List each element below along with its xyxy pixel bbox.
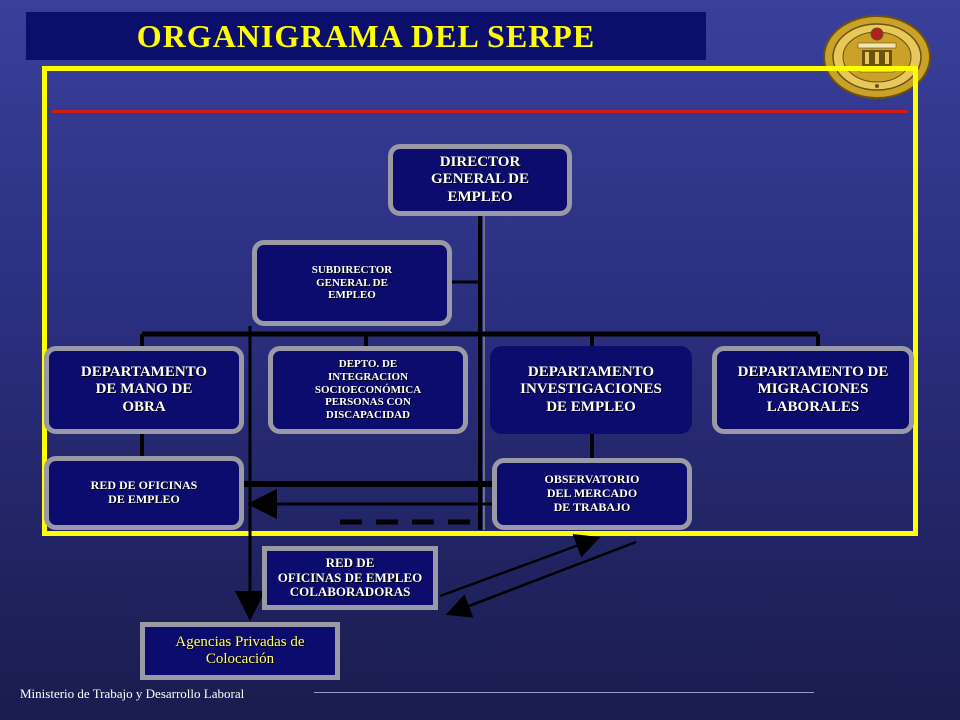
node-agencias-privadas: Agencias Privadas de Colocación (140, 622, 340, 680)
node-dept-investigaciones: DEPARTAMENTO INVESTIGACIONES DE EMPLEO (490, 346, 692, 434)
footer-text: Ministerio de Trabajo y Desarrollo Labor… (20, 686, 245, 701)
chart-frame (42, 66, 918, 536)
colab-to-observ-arrow (439, 534, 601, 598)
node-observatorio: OBSERVATORIO DEL MERCADO DE TRABAJO (492, 458, 692, 530)
accent-line (52, 110, 908, 113)
node-dept-mano-de-obra: DEPARTAMENTO DE MANO DE OBRA (44, 346, 244, 434)
node-red-colaboradoras: RED DE OFICINAS DE EMPLEO COLABORADORAS (262, 546, 438, 610)
node-dept-integracion: DEPTO. DE INTEGRACION SOCIOECONÓMICA PER… (268, 346, 468, 434)
page-title: ORGANIGRAMA DEL SERPE (136, 17, 596, 54)
node-red-oficinas: RED DE OFICINAS DE EMPLEO (44, 456, 244, 530)
node-dept-migraciones: DEPARTAMENTO DE MIGRACIONES LABORALES (712, 346, 914, 434)
node-director-general: DIRECTOR GENERAL DE EMPLEO (388, 144, 572, 216)
footer-divider (314, 692, 814, 693)
observ-to-colab-arrow (445, 540, 637, 618)
title-bar: ORGANIGRAMA DEL SERPE (26, 12, 706, 60)
node-subdirector-general: SUBDIRECTOR GENERAL DE EMPLEO (252, 240, 452, 326)
